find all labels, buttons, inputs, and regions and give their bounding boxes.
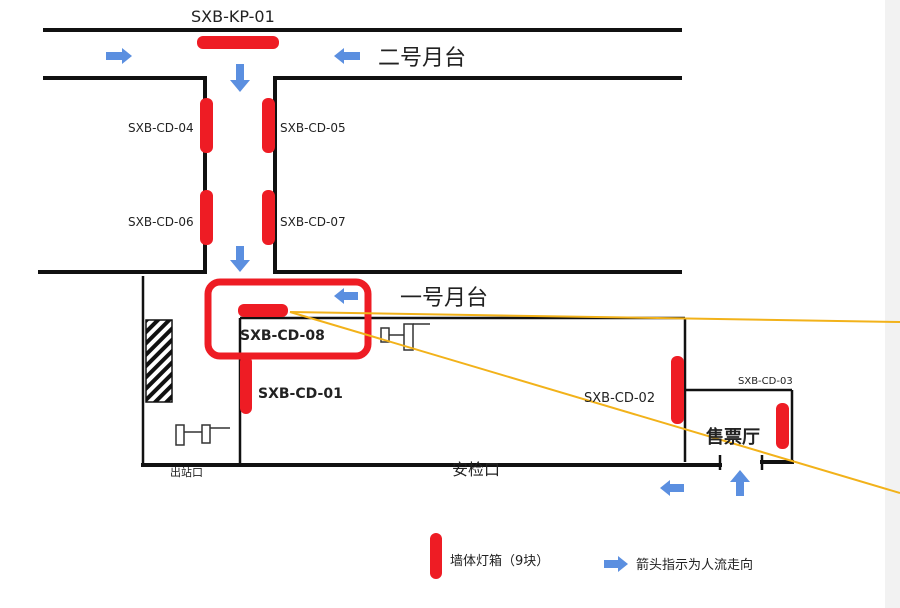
lightbox-cd-04 bbox=[200, 98, 213, 153]
label-cd-05: SXB-CD-05 bbox=[280, 121, 346, 135]
label-platform-2: 二号月台 bbox=[378, 46, 466, 71]
label-cd-02: SXB-CD-02 bbox=[584, 391, 655, 406]
highlight-box bbox=[204, 278, 372, 360]
lightbox-cd-07 bbox=[262, 190, 275, 245]
arrow-up-icon bbox=[730, 470, 750, 496]
legend-lightbox-swatch bbox=[430, 533, 442, 579]
gate-left-icon bbox=[175, 424, 230, 446]
arrow-down-icon bbox=[230, 246, 250, 272]
label-kp-01: SXB-KP-01 bbox=[191, 7, 275, 26]
stairs-block bbox=[145, 319, 173, 403]
label-cd-06: SXB-CD-06 bbox=[128, 215, 194, 229]
arrow-down-icon bbox=[230, 64, 250, 92]
label-exit: 出站口 bbox=[170, 465, 203, 479]
label-ticket-hall: 售票厅 bbox=[706, 426, 760, 448]
arrow-left-icon bbox=[660, 480, 684, 496]
lightbox-cd-06 bbox=[200, 190, 213, 245]
right-edge-panel bbox=[885, 0, 900, 608]
legend-arrow-icon bbox=[604, 556, 628, 572]
arrow-right-icon bbox=[106, 48, 132, 64]
label-cd-07: SXB-CD-07 bbox=[280, 215, 346, 229]
label-security: 安检口 bbox=[452, 460, 500, 479]
gate-right-icon bbox=[380, 323, 430, 351]
lightbox-cd-02 bbox=[671, 356, 684, 424]
lightbox-cd-01 bbox=[240, 356, 252, 414]
callout-line-lower bbox=[289, 311, 900, 494]
label-cd-04: SXB-CD-04 bbox=[128, 121, 194, 135]
label-cd-08: SXB-CD-08 bbox=[240, 328, 325, 344]
lightbox-cd-03 bbox=[776, 403, 789, 449]
arrow-left-icon bbox=[334, 48, 360, 64]
callout-line-upper bbox=[289, 311, 900, 323]
legend-lightbox-label: 墙体灯箱（9块） bbox=[450, 553, 549, 569]
arrow-left-icon bbox=[334, 288, 358, 304]
label-cd-01: SXB-CD-01 bbox=[258, 386, 343, 402]
lightbox-cd-08 bbox=[238, 304, 288, 317]
legend-arrow-label: 箭头指示为人流走向 bbox=[636, 557, 753, 573]
lightbox-cd-05 bbox=[262, 98, 275, 153]
label-cd-03: SXB-CD-03 bbox=[738, 376, 793, 387]
label-platform-1: 一号月台 bbox=[400, 286, 488, 311]
lightbox-kp-01 bbox=[197, 36, 279, 49]
